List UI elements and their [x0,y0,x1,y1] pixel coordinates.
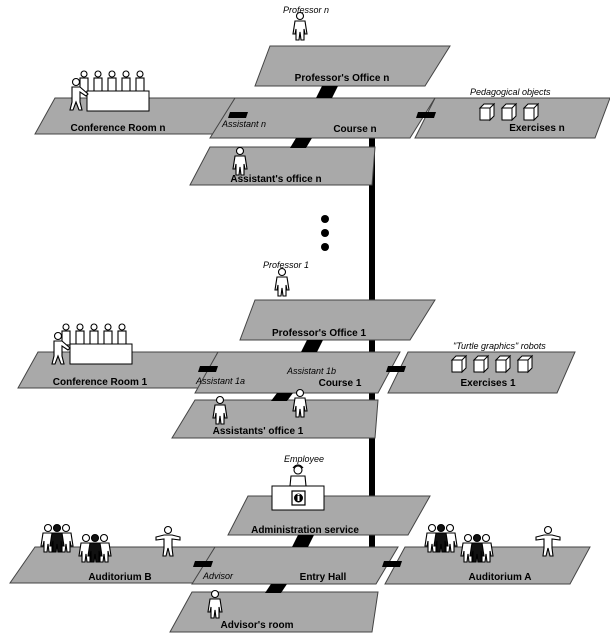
presenter-icon [51,331,71,365]
room-course-1[interactable] [194,351,401,394]
person-icon [212,395,228,425]
audience-group-icon [424,523,494,563]
caption-assistant-1a: Assistant 1a [195,376,245,386]
connector-conf-1-course-1 [198,366,218,372]
connector-prof-office-1-course-1 [301,340,323,352]
audience-group-icon [40,523,112,563]
person-icon [274,267,290,297]
room-label-auditorium-b: Auditorium B [88,572,151,583]
room-label-entry-hall: Entry Hall [300,572,347,583]
caption-professor-n: Professor n [283,5,329,15]
room-label-assistants-office-1: Assistants' office 1 [213,426,304,437]
person-icon [207,589,223,619]
connector-conf-n-course-n [228,112,248,118]
room-label-course-1: Course 1 [319,378,362,389]
caption-turtle-robots: "Turtle graphics" robots [453,341,546,351]
caption-pedagogical-objects: Pedagogical objects [470,87,551,97]
connector-course-1-exercises-1 [386,366,406,372]
room-label-exercises-n: Exercises n [509,123,565,134]
room-label-administration-service: Administration service [251,525,359,536]
person-icon [292,388,308,418]
caption-assistant-1b: Assistant 1b [286,366,336,376]
room-label-auditorium-a: Auditorium A [469,572,532,583]
room-course-n[interactable] [209,97,436,139]
caption-employee: Employee [284,454,324,464]
robot-icon [516,354,534,374]
robot-icon [494,354,512,374]
room-label-conference-room-1: Conference Room 1 [53,377,148,388]
connector-admin-entry-hall [292,535,314,547]
connector-entry-hall-advisors-room [265,584,287,593]
room-auditorium-a[interactable] [384,546,591,585]
connector-auditorium-b-entry-hall [193,561,213,567]
seated-group-icon [61,323,127,346]
room-label-conference-room-n: Conference Room n [70,123,165,134]
room-label-assistants-office-n: Assistant's office n [230,174,321,185]
table-icon [86,90,150,112]
connector-course-n-assistants-n [290,138,312,148]
connector-prof-office-n-course-n [316,86,338,98]
room-label-professors-office-n: Professor's Office n [295,73,390,84]
pedagogical-object-icon [522,102,540,122]
table-icon [69,343,133,365]
person-icon [232,146,248,176]
robot-icon [450,354,468,374]
room-professors-office-n[interactable] [254,45,451,87]
room-label-advisors-room: Advisor's room [221,620,294,631]
pedagogical-object-icon [478,102,496,122]
connector-course-1-assistants-1 [271,393,293,401]
room-label-exercises-1: Exercises 1 [460,378,515,389]
ellipsis-dot [321,243,329,251]
room-label-course-n: Course n [333,124,376,135]
vertical-shaft [369,130,375,562]
room-label-professors-office-1: Professor's Office 1 [272,328,367,339]
speaker-icon [155,525,181,557]
room-entry-hall[interactable] [191,546,399,585]
employee-icon [289,464,307,487]
room-professors-office-1[interactable] [239,299,436,341]
ellipsis-dot [321,215,329,223]
info-icon [291,490,306,506]
caption-assistant-n: Assistant n [221,119,266,129]
pedagogical-object-icon [500,102,518,122]
presenter-icon [69,77,89,111]
person-icon [292,11,308,41]
connector-course-n-exercises-n [416,112,436,118]
connector-entry-hall-auditorium-a [382,561,402,567]
caption-advisor: Advisor [202,571,234,581]
room-advisors-room[interactable] [169,591,379,633]
caption-professor-1: Professor 1 [263,260,309,270]
robot-icon [472,354,490,374]
speaker-icon [535,525,561,557]
ellipsis-dot [321,229,329,237]
seated-group-icon [79,70,145,93]
